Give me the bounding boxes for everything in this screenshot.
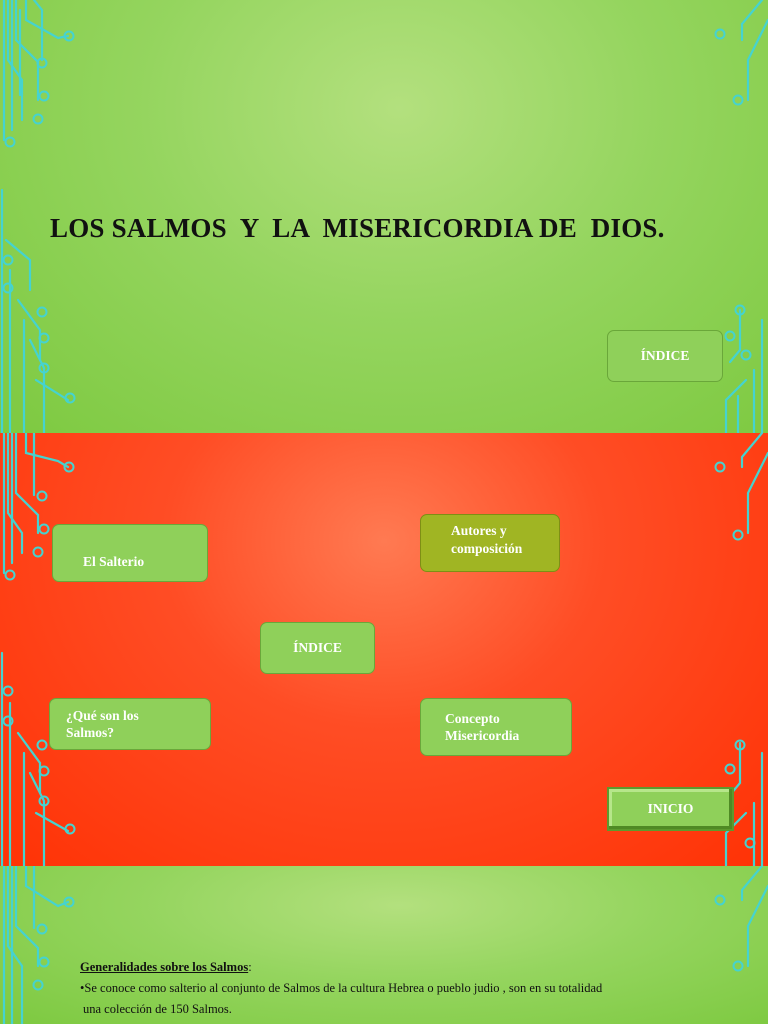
- inicio-button[interactable]: INICIO: [607, 787, 734, 831]
- circuit-decoration-left: [0, 433, 76, 866]
- slide-index: El Salterio Autores y composición ÍNDICE…: [0, 433, 768, 866]
- concepto-misericordia-button-label: Concepto Misericordia: [445, 711, 520, 743]
- index-button[interactable]: ÍNDICE: [607, 330, 723, 382]
- que-son-salmos-button-label: ¿Qué son los Salmos?: [66, 708, 139, 740]
- generalidades-heading: Generalidades sobre los Salmos:: [80, 960, 252, 974]
- concepto-misericordia-button[interactable]: Concepto Misericordia: [420, 698, 572, 756]
- slide-generalidades: [0, 866, 768, 1024]
- circuit-decoration-left: [2, 866, 75, 1024]
- circuit-decoration-right: [714, 0, 768, 433]
- index-button-label: ÍNDICE: [640, 348, 690, 363]
- autores-composicion-button[interactable]: Autores y composición: [420, 514, 560, 572]
- que-son-salmos-button[interactable]: ¿Qué son los Salmos?: [49, 698, 211, 750]
- generalidades-paragraph: •Se conoce como salterio al conjunto de …: [80, 981, 603, 1016]
- generalidades-text: Generalidades sobre los Salmos: •Se cono…: [80, 957, 700, 1020]
- salterio-button-label: El Salterio: [83, 554, 145, 569]
- circuit-decoration-left: [0, 0, 76, 433]
- autores-composicion-button-label: Autores y composición: [451, 523, 523, 556]
- slide-title: LOS SALMOS Y LA MISERICORDIA DE DIOS. ÍN…: [0, 0, 768, 433]
- salterio-button[interactable]: El Salterio: [52, 524, 208, 582]
- indice-button[interactable]: ÍNDICE: [260, 622, 375, 674]
- inicio-button-label: INICIO: [647, 801, 694, 816]
- bullet-icon: •: [80, 981, 85, 995]
- indice-button-label: ÍNDICE: [293, 640, 342, 655]
- circuit-decoration-right: [714, 866, 768, 972]
- slide-title-text: LOS SALMOS Y LA MISERICORDIA DE DIOS.: [50, 213, 665, 243]
